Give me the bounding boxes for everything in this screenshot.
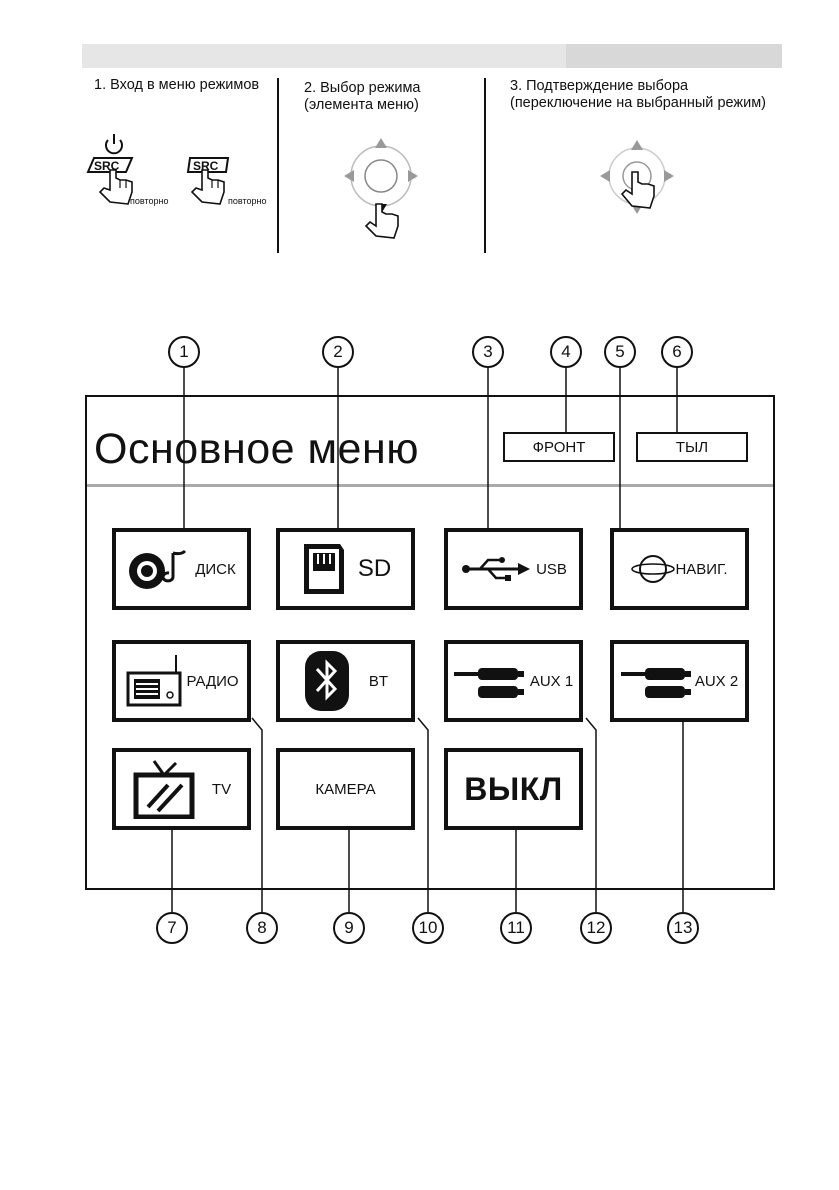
navigation-tile[interactable]: НАВИГ. <box>610 528 749 610</box>
sd-card-icon <box>303 544 344 594</box>
aux2-tile[interactable]: AUX 2 <box>610 640 749 722</box>
step-divider <box>277 78 279 253</box>
joystick-press-icon <box>600 140 674 214</box>
planet-icon <box>631 555 676 583</box>
disc-label: ДИСК <box>195 560 236 578</box>
step-divider <box>484 78 486 253</box>
header-bar <box>82 44 782 68</box>
repeat-label: повторно <box>228 196 267 206</box>
step-1-title: 1. Вход в меню режимов <box>94 77 260 93</box>
repeat-label: повторно <box>130 196 169 206</box>
src-button-2: SRC <box>193 159 219 173</box>
callout-1: 1 <box>168 336 200 368</box>
step-2-title: 2. Выбор режима (элемента меню) <box>304 80 421 113</box>
sd-tile[interactable]: SD <box>276 528 415 610</box>
disc-tile[interactable]: ДИСК <box>112 528 251 610</box>
callout-8: 8 <box>246 912 278 944</box>
radio-label: РАДИО <box>186 672 239 690</box>
tv-tile[interactable]: TV <box>112 748 251 830</box>
joystick-down-icon <box>344 138 418 239</box>
bluetooth-label: BT <box>368 672 389 690</box>
callout-6: 6 <box>661 336 693 368</box>
aux-cable-icon <box>453 668 524 698</box>
callout-2: 2 <box>322 336 354 368</box>
tv-label: TV <box>211 780 232 798</box>
radio-tile[interactable]: РАДИО <box>112 640 251 722</box>
aux2-label: AUX 2 <box>694 672 739 690</box>
menu-title: Основное меню <box>94 425 419 473</box>
usb-label: USB <box>536 560 567 578</box>
bluetooth-tile[interactable]: BT <box>276 640 415 722</box>
callout-4: 4 <box>550 336 582 368</box>
usb-tile[interactable]: USB <box>444 528 583 610</box>
tv-icon <box>133 760 195 819</box>
radio-icon <box>126 655 182 707</box>
aux1-label: AUX 1 <box>529 672 574 690</box>
sd-label: SD <box>357 555 392 582</box>
bluetooth-icon <box>304 651 349 711</box>
front-button[interactable]: ФРОНТ <box>503 432 615 462</box>
callout-11: 11 <box>500 912 532 944</box>
callout-5: 5 <box>604 336 636 368</box>
off-tile[interactable]: ВЫКЛ <box>444 748 583 830</box>
src-press-icon <box>86 134 230 205</box>
step-3-title: 3. Подтверждение выбора (переключение на… <box>510 78 767 111</box>
aux-cable-icon <box>620 668 691 698</box>
rear-button[interactable]: ТЫЛ <box>636 432 748 462</box>
aux1-tile[interactable]: AUX 1 <box>444 640 583 722</box>
disc-music-icon <box>129 549 187 589</box>
src-button-1: SRC <box>94 159 120 173</box>
callout-9: 9 <box>333 912 365 944</box>
callout-12: 12 <box>580 912 612 944</box>
camera-label: КАМЕРА <box>315 780 376 798</box>
callout-10: 10 <box>412 912 444 944</box>
callout-7: 7 <box>156 912 188 944</box>
navigation-label: НАВИГ. <box>675 560 728 578</box>
off-label: ВЫКЛ <box>464 770 563 807</box>
menu-divider <box>87 484 773 487</box>
camera-tile[interactable]: КАМЕРА <box>276 748 415 830</box>
usb-icon <box>462 557 531 581</box>
callout-13: 13 <box>667 912 699 944</box>
callout-3: 3 <box>472 336 504 368</box>
